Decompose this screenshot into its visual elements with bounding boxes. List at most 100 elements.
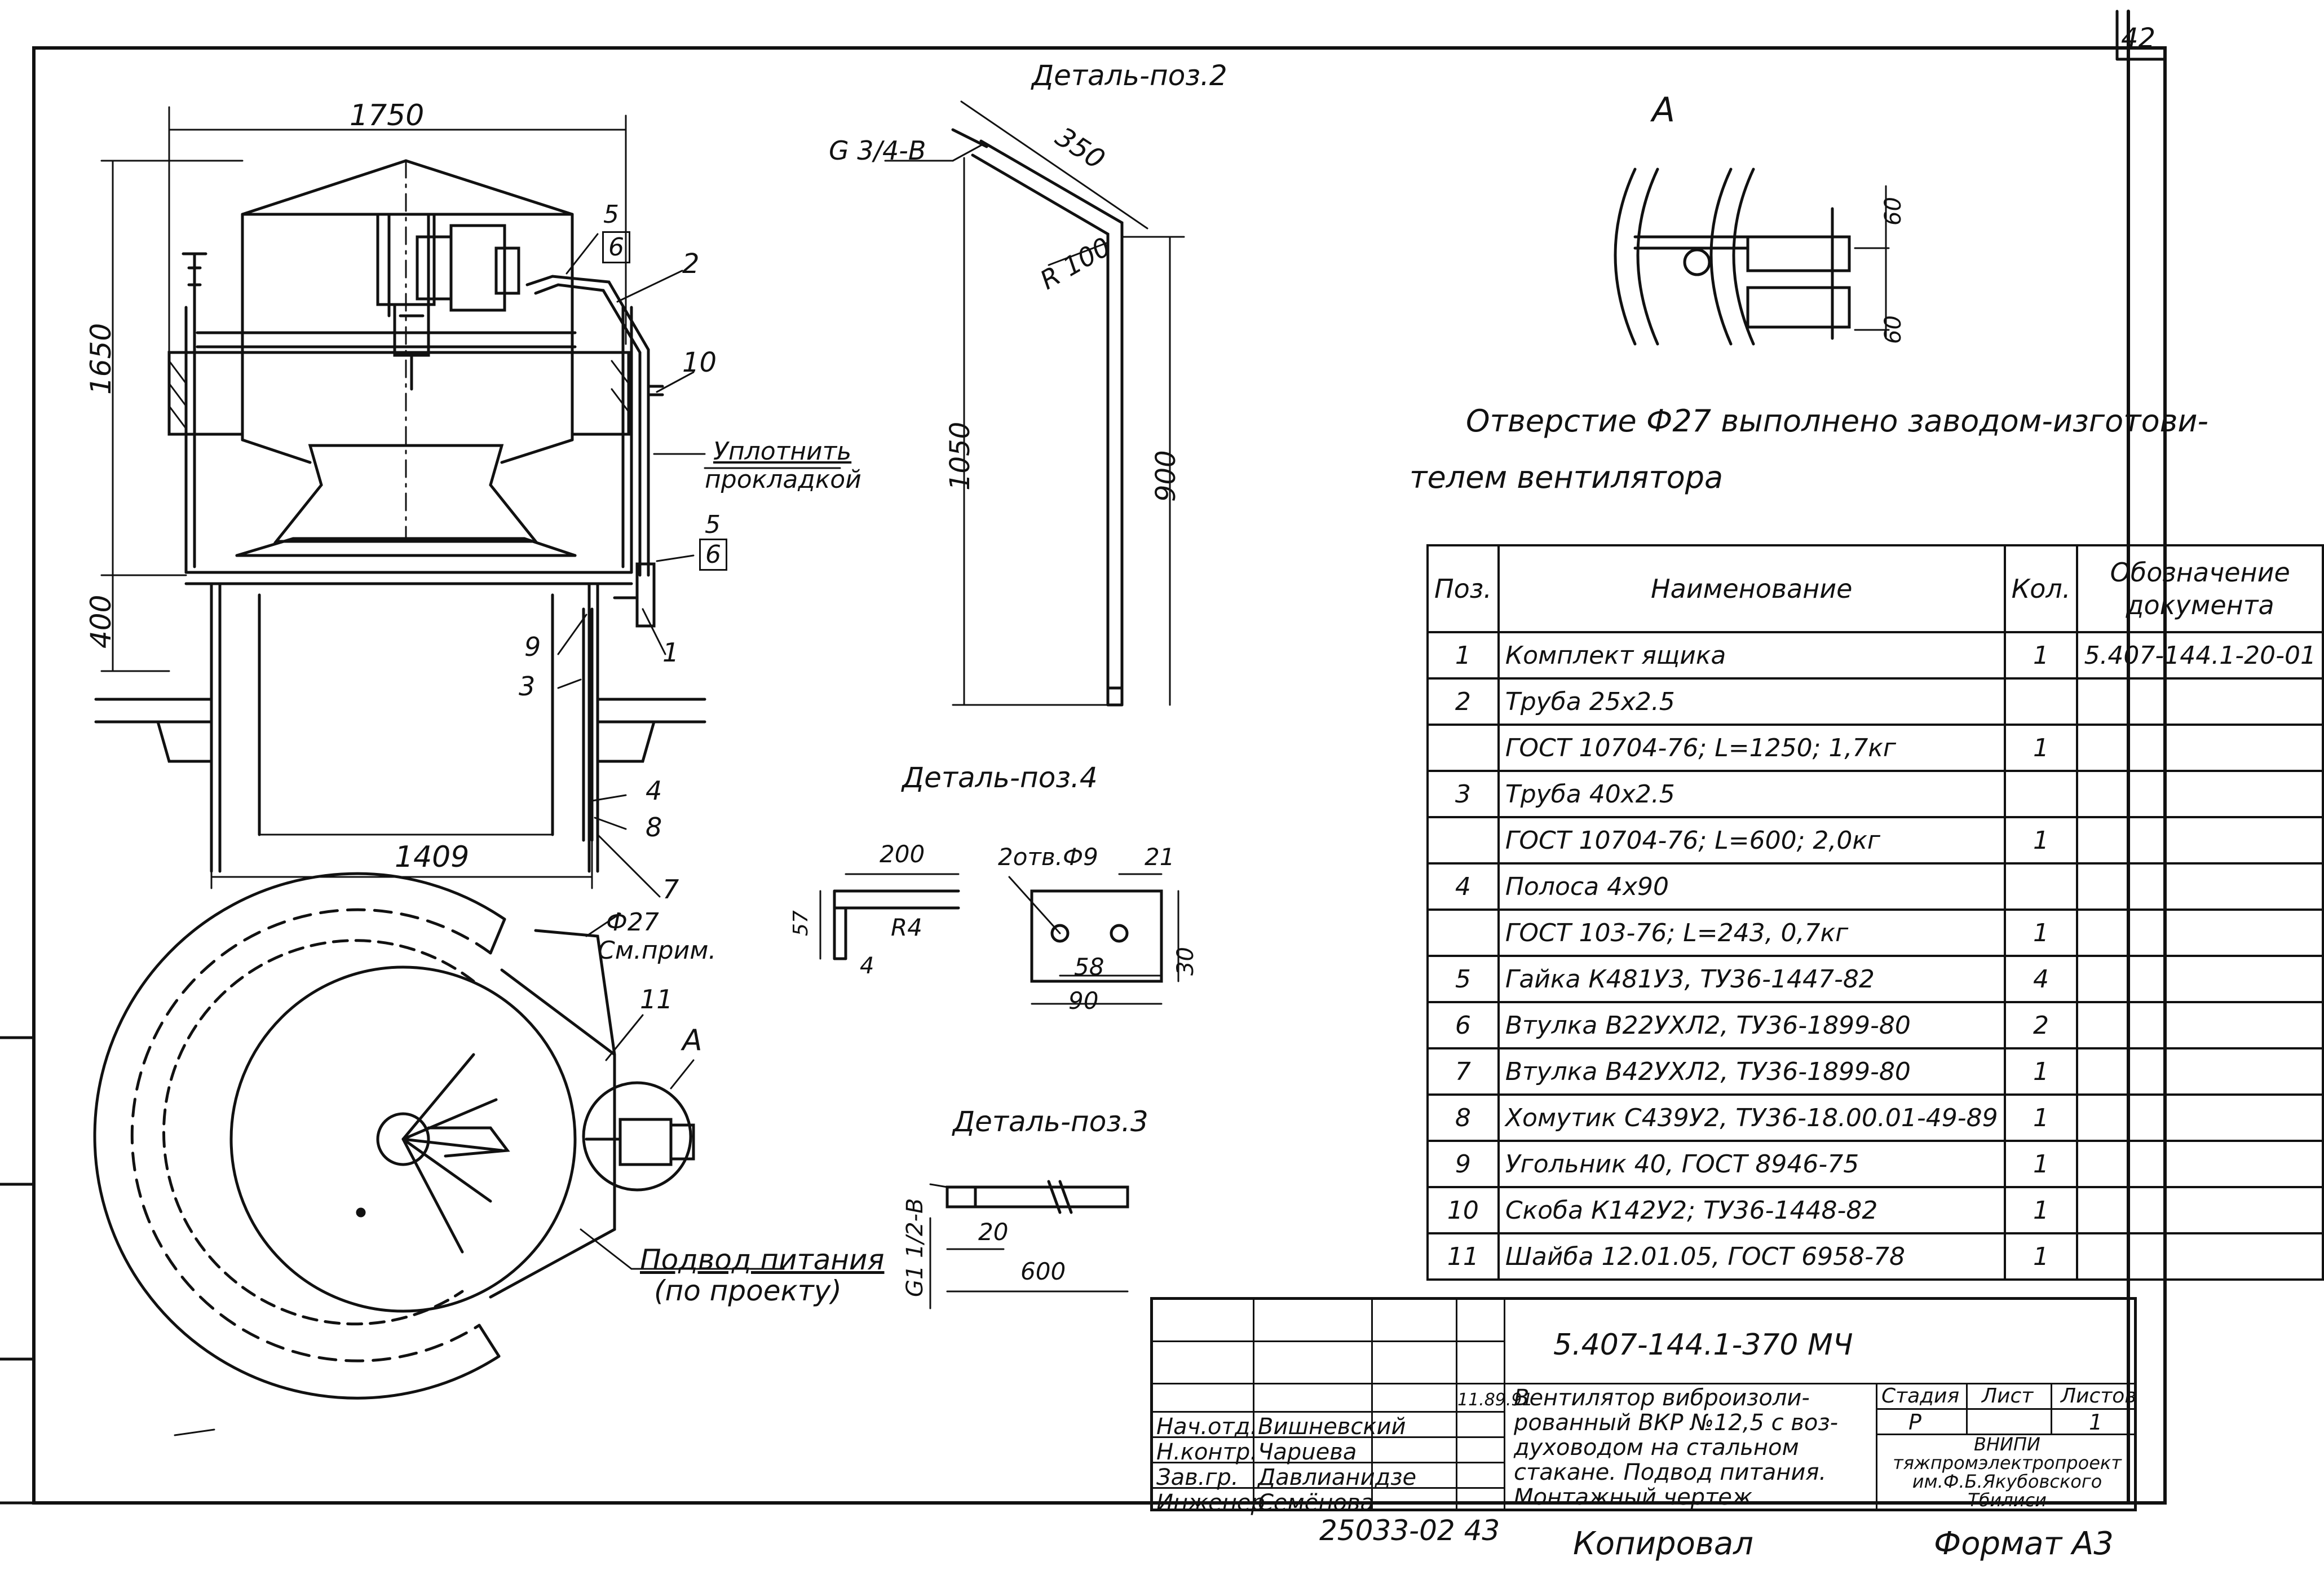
label-see-note: См.прим. bbox=[598, 936, 717, 965]
org-line: тяжпромэлектропроект bbox=[1893, 1452, 2122, 1474]
detail-2-title: Деталь-поз.2 bbox=[1032, 59, 1227, 92]
cell-qty bbox=[2003, 770, 2079, 818]
note-line-1: Отверстие Ф27 выполнено заводом-изготови… bbox=[1466, 403, 2209, 439]
cell-name: Хомутик С439У2, ТУ36-18.00.01-49-89 bbox=[1497, 1093, 2006, 1142]
cell-qty: 1 bbox=[2003, 1232, 2079, 1281]
detail-4-holes: 2отв.Ф9 bbox=[998, 843, 1098, 871]
detail-3-dim-20: 20 bbox=[978, 1218, 1009, 1246]
doc-code: 5.407-144.1-370 МЧ bbox=[1553, 1328, 1853, 1362]
title-block: 5.407-144.1-370 МЧ Вентилятор виброизоли… bbox=[1150, 1297, 2137, 1516]
callout-8: 8 bbox=[646, 812, 662, 843]
cell-name: Труба 25х2.5 bbox=[1497, 677, 2006, 726]
cell-name: Шайба 12.01.05, ГОСТ 6958-78 bbox=[1497, 1232, 2006, 1281]
drawing-title: Вентилятор виброизоли-рованный ВКР №12,5… bbox=[1514, 1386, 1875, 1510]
signature-name: Давлианидзе bbox=[1258, 1465, 1417, 1490]
callout-5-mid: 5 bbox=[705, 510, 721, 539]
cell-doc bbox=[2076, 1001, 2324, 1049]
cell-name: Скоба К142У2; ТУ36-1448-82 bbox=[1497, 1186, 2006, 1234]
cell-doc bbox=[2076, 1186, 2324, 1234]
signature-role: Зав.гр. bbox=[1156, 1465, 1239, 1490]
cell-qty: 1 bbox=[2003, 816, 2079, 865]
detail-4-dim-21: 21 bbox=[1145, 843, 1175, 871]
cell-pos: 11 bbox=[1426, 1232, 1500, 1281]
cell-pos: 4 bbox=[1426, 862, 1500, 911]
header-pos: Поз. bbox=[1426, 544, 1500, 633]
callout-11: 11 bbox=[640, 984, 673, 1015]
detail-2-dim-1050: 1050 bbox=[944, 421, 976, 491]
cell-qty: 1 bbox=[2003, 1140, 2079, 1188]
sheets-header: Листов bbox=[2061, 1384, 2137, 1408]
view-a-title: А bbox=[1652, 90, 1676, 130]
signature-role: Н.контр. bbox=[1156, 1439, 1257, 1465]
dim-1650: 1650 bbox=[85, 323, 117, 395]
cell-pos: 10 bbox=[1426, 1186, 1500, 1234]
dim-400: 400 bbox=[85, 594, 117, 649]
cell-pos: 9 bbox=[1426, 1140, 1500, 1188]
title-line: рованный ВКР №12,5 с воз- bbox=[1514, 1410, 1839, 1436]
title-line: Вентилятор виброизоли- bbox=[1514, 1385, 1810, 1411]
view-a bbox=[1614, 167, 1890, 346]
parts-table-header: Поз. Наименование Кол. Обозначение докум… bbox=[1426, 544, 2324, 633]
cell-doc bbox=[2076, 862, 2324, 911]
callout-10: 10 bbox=[682, 347, 717, 378]
detail-4-dim-57: 57 bbox=[789, 910, 812, 936]
header-name: Наименование bbox=[1497, 544, 2006, 633]
cell-name: Труба 40х2.5 bbox=[1497, 770, 2006, 818]
main-elevation-view bbox=[94, 106, 841, 898]
callout-5-top: 5 bbox=[603, 200, 619, 229]
callout-9: 9 bbox=[524, 632, 541, 662]
callout-7: 7 bbox=[662, 874, 679, 905]
label-seal-2: прокладкой bbox=[705, 465, 861, 494]
cell-doc bbox=[2076, 955, 2324, 1003]
header-doc: Обозначение документа bbox=[2076, 544, 2324, 633]
signature-role: Нач.отд. bbox=[1156, 1414, 1258, 1440]
sheets-value: 1 bbox=[2089, 1410, 2103, 1435]
cell-pos bbox=[1426, 724, 1500, 772]
cell-pos bbox=[1426, 909, 1500, 957]
cell-name: Угольник 40, ГОСТ 8946-75 bbox=[1497, 1140, 2006, 1188]
signature-date: 11.89.91 bbox=[1457, 1390, 1533, 1410]
footer-copied-by: Копировал bbox=[1573, 1525, 1753, 1562]
cell-name: ГОСТ 103-76; L=243, 0,7кг bbox=[1497, 909, 2006, 957]
cell-pos: 5 bbox=[1426, 955, 1500, 1003]
plan-view bbox=[93, 872, 785, 1436]
cell-pos bbox=[1426, 816, 1500, 865]
dim-1750: 1750 bbox=[350, 99, 425, 133]
sheet-header: Лист bbox=[1982, 1384, 2034, 1408]
dim-1409: 1409 bbox=[395, 840, 470, 874]
callout-6-top: 6 bbox=[602, 231, 630, 263]
cell-qty bbox=[2003, 677, 2079, 726]
cell-name: Втулка В42УХЛ2, ТУ36-1899-80 bbox=[1497, 1047, 2006, 1096]
cell-name: Полоса 4х90 bbox=[1497, 862, 2006, 911]
stage-header: Стадия bbox=[1881, 1384, 1960, 1408]
label-seal-1: Уплотнить bbox=[713, 437, 852, 466]
cell-name: Комплект ящика bbox=[1497, 631, 2006, 680]
callout-3: 3 bbox=[519, 671, 536, 702]
detail-4-r4: R4 bbox=[891, 914, 922, 941]
cell-doc bbox=[2076, 1140, 2324, 1188]
detail-3-title: Деталь-поз.3 bbox=[953, 1105, 1148, 1138]
org-line: Тбилиси bbox=[1968, 1489, 2047, 1511]
header-qty: Кол. bbox=[2003, 544, 2079, 633]
cell-pos: 7 bbox=[1426, 1047, 1500, 1096]
callout-1: 1 bbox=[662, 637, 679, 668]
label-phi27: Ф27 bbox=[606, 908, 659, 937]
callout-2: 2 bbox=[682, 248, 700, 280]
cell-pos: 1 bbox=[1426, 631, 1500, 680]
detail-2-thread: G 3/4-B bbox=[829, 135, 926, 166]
signature-name: Вишневский bbox=[1258, 1414, 1406, 1440]
cell-qty bbox=[2003, 862, 2079, 911]
cell-qty: 1 bbox=[2003, 631, 2079, 680]
detail-4-dim-58: 58 bbox=[1074, 953, 1104, 981]
